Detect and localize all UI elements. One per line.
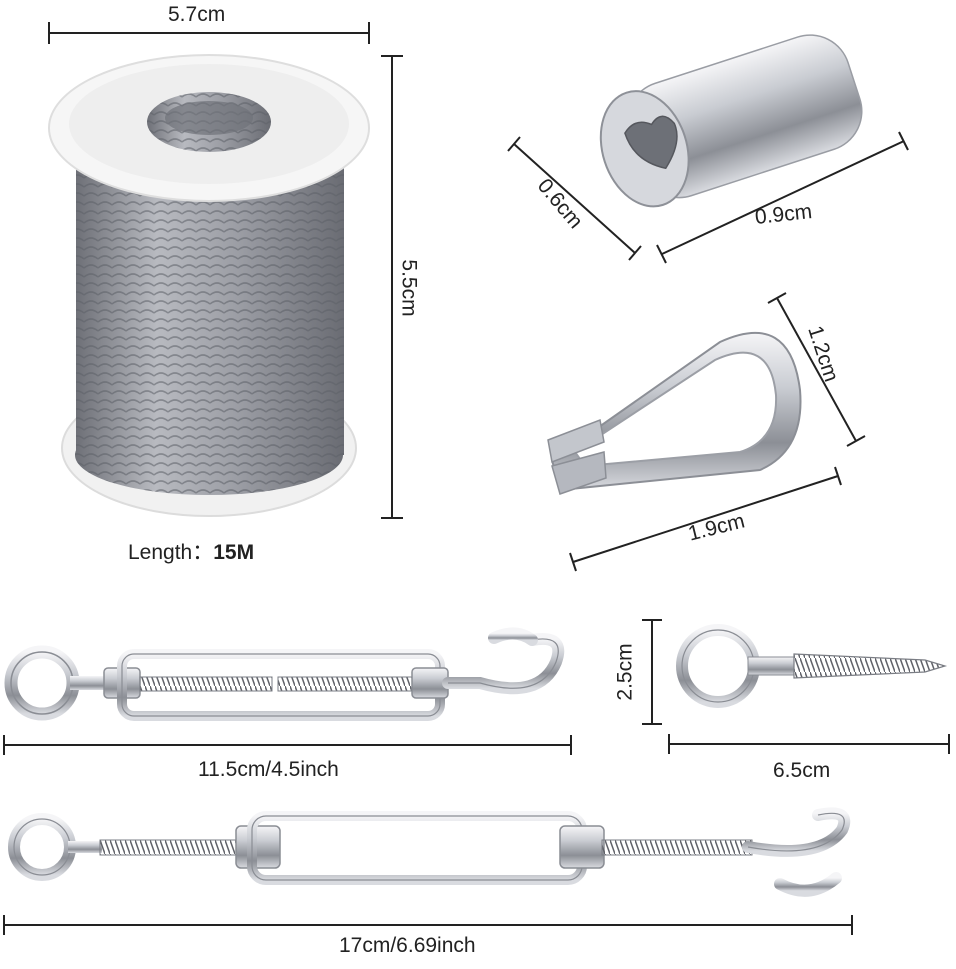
turnbuckle-large-dimension [3,915,853,935]
turnbuckle-small-dimension [3,735,572,755]
eye-screw [676,624,948,708]
eye-screw-length-dimension [668,734,950,754]
thimble-length-dimension [569,466,842,572]
sleeve-length-dimension [656,131,909,264]
sleeve-diameter-dimension [507,136,642,261]
spool-length-caption: Length：15M [128,536,254,566]
turnbuckle-small [4,627,565,721]
cable-spool [48,54,370,517]
eye-screw-length-label: 6.5cm [773,759,831,782]
turnbuckle-large [8,807,851,897]
turnbuckle-small-length-label: 11.5cm/4.5inch [198,758,339,781]
aluminum-sleeve [599,34,863,208]
spool-width-label: 5.7cm [168,3,226,26]
spool-height-dimension [381,55,403,519]
eye-screw-height-label: 2.5cm [613,643,637,701]
spool-cable-strands [76,165,344,455]
spool-height-label: 5.5cm [397,259,421,317]
spool-length-value: 15M [213,541,255,564]
spool-length-label: Length： [128,541,214,564]
spool-width-dimension [48,22,370,44]
thimble-width-dimension [767,292,866,447]
eye-screw-height-dimension [642,619,662,725]
turnbuckle-large-length-label: 17cm/6.69inch [339,934,476,957]
wire-rope-thimble [547,332,802,495]
